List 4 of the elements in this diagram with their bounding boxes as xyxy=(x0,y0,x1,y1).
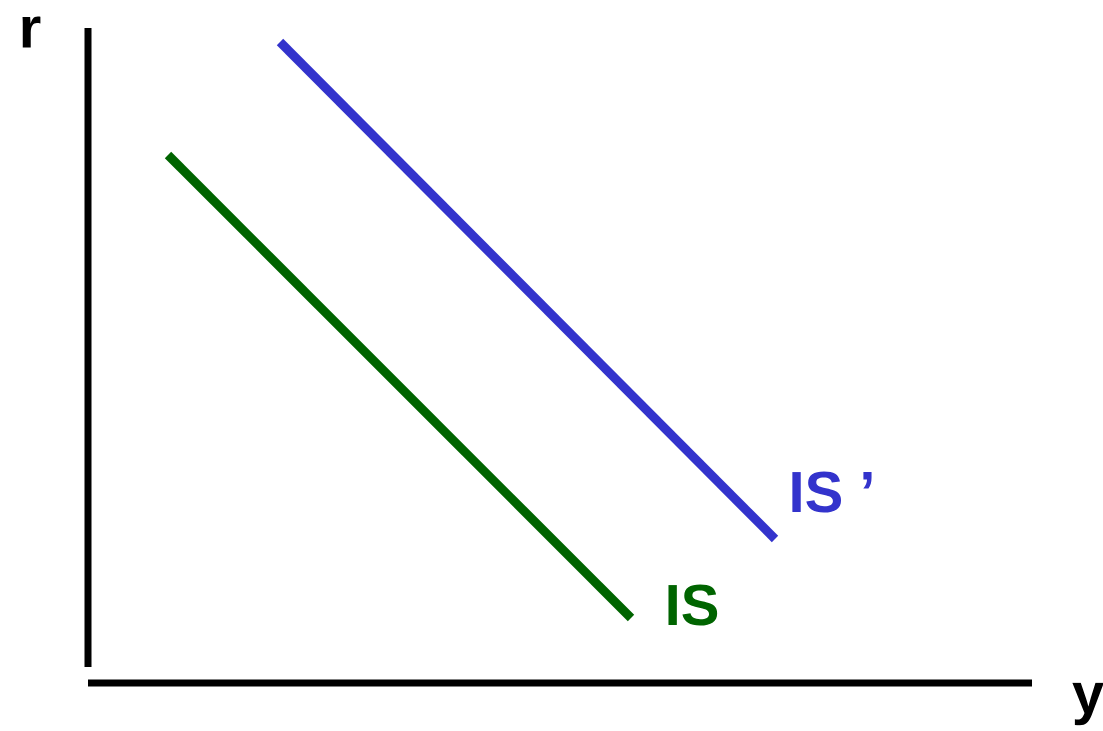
axis-label: r xyxy=(22,16,41,48)
curve-label: IS xyxy=(668,584,718,626)
axis-label: y xyxy=(1072,682,1103,726)
curve-label: IS ’ xyxy=(792,471,872,513)
